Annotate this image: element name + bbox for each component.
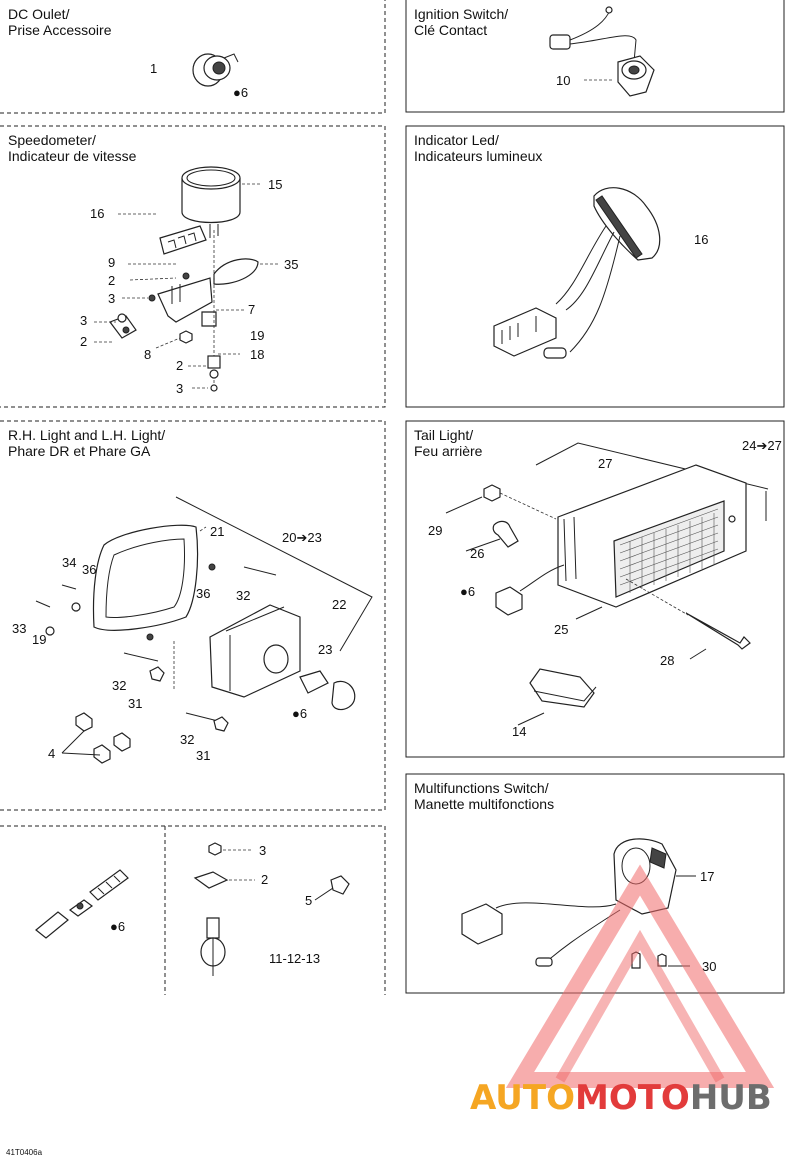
headlights-panel: R.H. Light and L.H. Light/Phare DR et Ph… xyxy=(0,421,385,810)
connectors-panel: ●6 xyxy=(0,826,165,996)
oil-drop-icon: ● xyxy=(233,85,241,100)
callout-30: 30 xyxy=(702,959,717,974)
callout-3: 3 xyxy=(80,313,88,328)
dc-outlet-drawing xyxy=(192,53,239,87)
panel-title: Tail Light/Feu arrière xyxy=(414,427,483,459)
callout-16: 16 xyxy=(90,206,105,221)
callout-3: 3 xyxy=(108,291,116,306)
callout-3: 3 xyxy=(176,381,184,396)
tail-light-drawing xyxy=(445,442,769,726)
tail-light-panel: Tail Light/Feu arrière 24➔27 27 29 xyxy=(406,421,784,757)
panel-title: Ignition Switch/Clé Contact xyxy=(414,6,509,38)
callout-3: 3 xyxy=(259,843,267,858)
figure-reference: 41T0406a xyxy=(6,1148,43,1157)
callout-4: 4 xyxy=(48,746,56,761)
callout-20-23: 20➔23 xyxy=(282,530,322,545)
callout-2: 2 xyxy=(108,273,116,288)
indicator-led-panel: Indicator Led/Indicateurs lumineux 16 xyxy=(406,126,784,407)
callout-32: 32 xyxy=(236,588,251,603)
callout-21: 21 xyxy=(210,524,225,539)
callout-29: 29 xyxy=(428,523,443,538)
callout-32: 32 xyxy=(112,678,127,693)
panel-title: R.H. Light and L.H. Light/Phare DR et Ph… xyxy=(8,427,166,459)
callout-22: 22 xyxy=(332,597,347,612)
ignition-switch-panel: Ignition Switch/Clé Contact 10 xyxy=(406,0,784,112)
callout-19: 19 xyxy=(32,632,47,647)
callout-34: 34 xyxy=(62,555,77,570)
callout-11-12-13: 11-12-13 xyxy=(269,951,321,966)
oil-drop-icon: ● xyxy=(292,706,300,721)
ignition-switch-drawing xyxy=(549,6,655,97)
callout-28: 28 xyxy=(660,653,675,668)
callout-2: 2 xyxy=(261,872,269,887)
callout-25: 25 xyxy=(554,622,569,637)
callout-36: 36 xyxy=(196,586,211,601)
callout-8: 8 xyxy=(144,347,152,362)
callout-31: 31 xyxy=(196,748,211,763)
callout-23: 23 xyxy=(318,642,333,657)
callout-10: 10 xyxy=(556,73,571,88)
callout-1: 1 xyxy=(150,61,158,76)
callout-17: 17 xyxy=(700,869,715,884)
callout-2: 2 xyxy=(176,358,184,373)
indicator-led-drawing xyxy=(493,187,661,359)
callout-15: 15 xyxy=(268,177,283,192)
callout-16: 16 xyxy=(694,232,709,247)
panel-title: Speedometer/Indicateur de vitesse xyxy=(8,132,137,164)
callout-6: ●6 xyxy=(110,919,126,934)
connectors-drawing xyxy=(35,869,129,939)
callout-7: 7 xyxy=(248,302,256,317)
hardware-drawing xyxy=(193,842,350,976)
panel-title: Multifunctions Switch/Manette multifonct… xyxy=(414,780,555,812)
callout-6: ●6 xyxy=(233,85,249,100)
oil-drop-icon: ● xyxy=(110,919,118,934)
panel-title: Indicator Led/Indicateurs lumineux xyxy=(414,132,543,164)
speedometer-panel: Speedometer/Indicateur de vitesse xyxy=(0,126,385,407)
callout-32: 32 xyxy=(180,732,195,747)
hardware-panel: 3 2 5 11-12-13 xyxy=(165,826,385,996)
dc-outlet-panel: DC Oulet/Prise Accessoire 1 ●6 xyxy=(0,0,385,113)
headlights-drawing xyxy=(35,496,373,764)
speedometer-drawing xyxy=(94,166,280,392)
callout-6: ●6 xyxy=(460,584,476,599)
callout-19: 19 xyxy=(250,328,265,343)
callout-14: 14 xyxy=(512,724,527,739)
callout-26: 26 xyxy=(470,546,485,561)
callout-9: 9 xyxy=(108,255,116,270)
oil-drop-icon: ● xyxy=(460,584,468,599)
callout-18: 18 xyxy=(250,347,265,362)
callout-6: ●6 xyxy=(292,706,308,721)
watermark-text: AUTOMOTOHUB xyxy=(470,1078,772,1118)
callout-35: 35 xyxy=(284,257,299,272)
callout-31: 31 xyxy=(128,696,143,711)
callout-27: 27 xyxy=(598,456,613,471)
callout-24-27: 24➔27 xyxy=(742,438,782,453)
panel-title: DC Oulet/Prise Accessoire xyxy=(8,6,112,38)
callout-33: 33 xyxy=(12,621,27,636)
callout-36: 36 xyxy=(82,562,97,577)
callout-5: 5 xyxy=(305,893,313,908)
callout-2: 2 xyxy=(80,334,88,349)
